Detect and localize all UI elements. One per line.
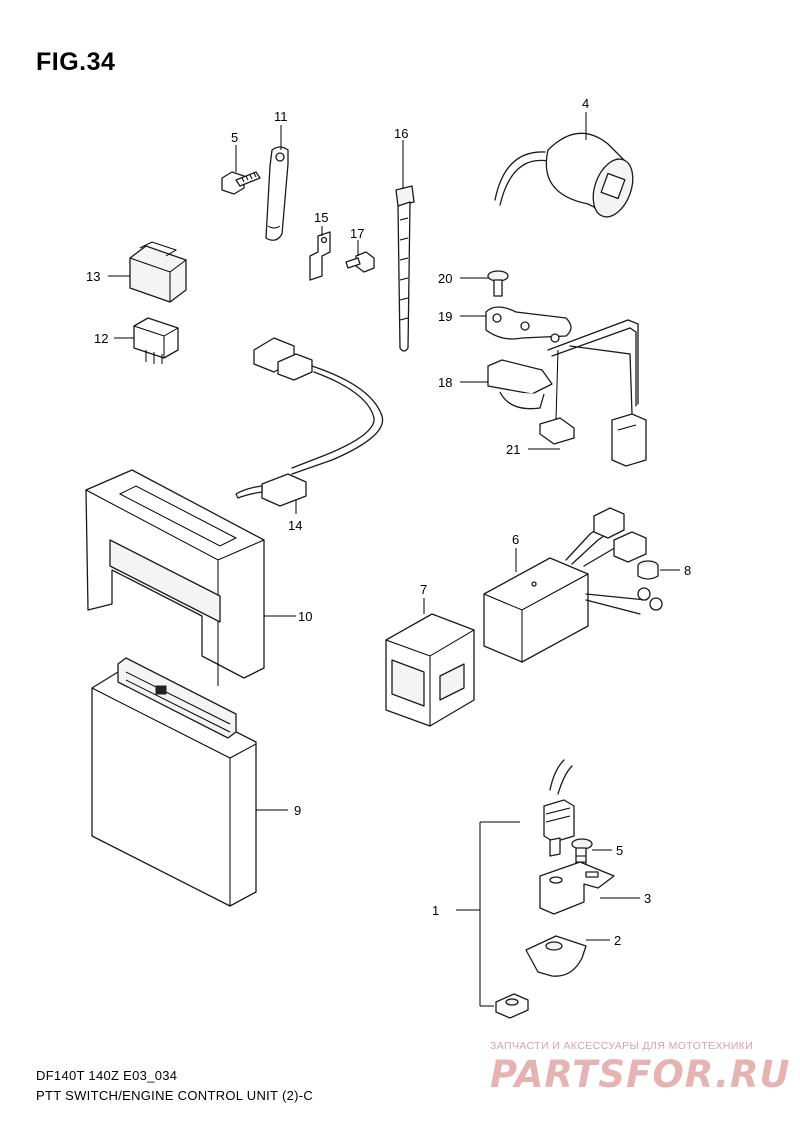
callout-10: 10 <box>298 609 312 624</box>
callout-5-top: 5 <box>231 130 238 145</box>
part-12-relay[interactable] <box>133 317 179 364</box>
part-21-clip[interactable] <box>539 349 575 445</box>
callout-12: 12 <box>94 331 108 346</box>
part-19-plate[interactable] <box>485 306 572 343</box>
part-17-screw[interactable] <box>345 251 375 273</box>
watermark-brand: PARTSFOR.RU <box>490 1053 791 1096</box>
callout-3: 3 <box>644 891 651 906</box>
part-9-ecu[interactable] <box>91 657 257 907</box>
callout-2: 2 <box>614 933 621 948</box>
callout-15: 15 <box>314 210 328 225</box>
callout-9: 9 <box>294 803 301 818</box>
callout-17: 17 <box>350 226 364 241</box>
part-20-screw[interactable] <box>487 270 509 297</box>
part-18-ptt-switch[interactable] <box>487 319 647 467</box>
callout-16: 16 <box>394 126 408 141</box>
callout-5-bottom: 5 <box>616 843 623 858</box>
part-6-control-unit[interactable] <box>483 507 663 663</box>
callout-4: 4 <box>582 96 589 111</box>
callout-19: 19 <box>438 309 452 324</box>
diagram-caption: PTT SWITCH/ENGINE CONTROL UNIT (2)-C <box>36 1088 314 1103</box>
callout-21: 21 <box>506 442 520 457</box>
callout-11: 11 <box>274 109 288 124</box>
part-1-sensor-assembly[interactable] <box>495 759 575 1019</box>
part-3-bracket[interactable] <box>539 861 615 915</box>
model-code: DF140T 140Z E03_034 <box>36 1068 178 1083</box>
watermark-tagline: ЗАПЧАСТИ И АКСЕССУАРЫ ДЛЯ МОТОТЕХНИКИ <box>490 1040 754 1052</box>
part-8-cap[interactable] <box>637 560 659 580</box>
part-7-relay-box[interactable] <box>385 613 475 727</box>
part-2-cover[interactable] <box>525 935 587 977</box>
callout-8: 8 <box>684 563 691 578</box>
callout-6: 6 <box>512 532 519 547</box>
callout-14: 14 <box>288 518 302 533</box>
callout-1: 1 <box>432 903 439 918</box>
part-16-cable-tie[interactable] <box>395 185 415 352</box>
part-11-clamp[interactable] <box>265 146 289 241</box>
part-14-wire-harness[interactable] <box>235 337 384 507</box>
part-13-relay[interactable] <box>129 241 187 303</box>
callout-18: 18 <box>438 375 452 390</box>
part-15-bracket[interactable] <box>309 231 331 281</box>
part-5-bolt-top[interactable] <box>221 171 261 195</box>
figure-title: FIG.34 <box>36 48 116 76</box>
callout-7: 7 <box>420 582 427 597</box>
callout-13: 13 <box>86 269 100 284</box>
part-10-ecu-bracket[interactable] <box>85 469 265 686</box>
part-4-switch[interactable] <box>494 132 640 222</box>
callout-20: 20 <box>438 271 452 286</box>
